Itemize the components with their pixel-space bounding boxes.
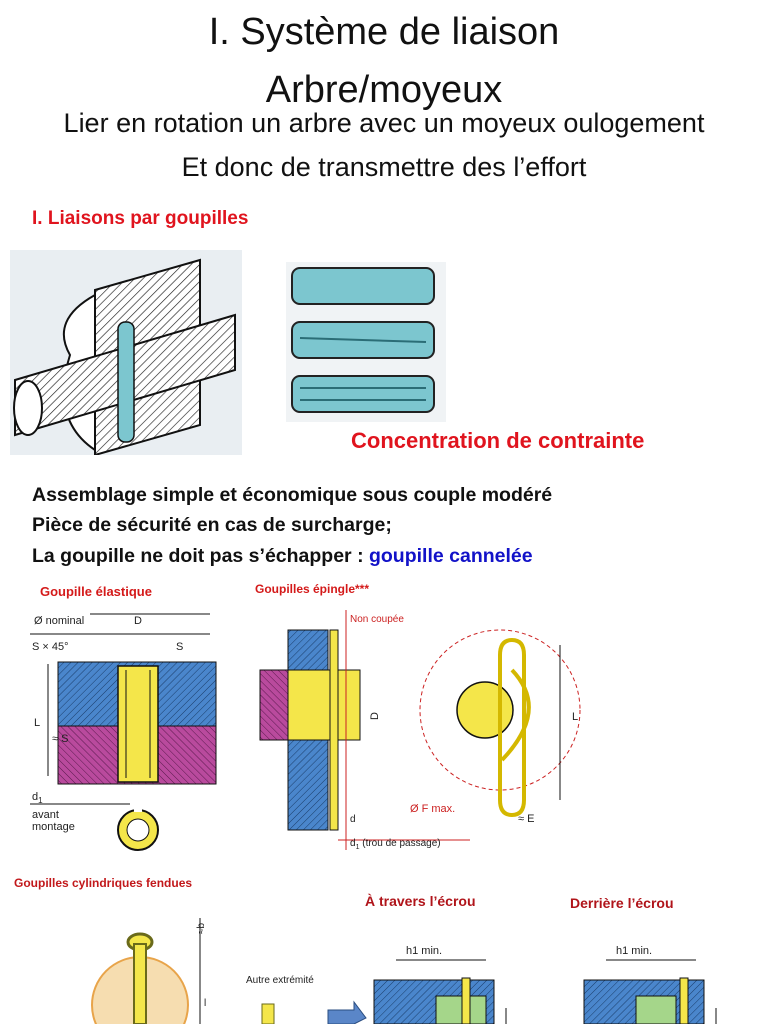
page-title-line2: Arbre/moyeux xyxy=(265,69,503,111)
elastic-d1-label: d1 xyxy=(32,791,43,805)
nominal-label: Ø nominal xyxy=(34,615,84,627)
split-pin-figure: ≈b l xyxy=(91,918,207,1024)
other-end-label: Autre extrémité xyxy=(246,975,314,986)
grooved-pin-highlight: goupille cannelée xyxy=(368,545,533,567)
arrow-graphic xyxy=(261,1000,367,1024)
bullet-2: Pièce de sécurité en cas de surcharge; xyxy=(32,514,392,536)
section-heading: I. Liaisons par goupilles xyxy=(32,208,249,229)
approx-s-label: ≈ S xyxy=(52,733,68,745)
before-label-2: montage xyxy=(32,821,75,833)
split-l-label: l xyxy=(204,998,206,1009)
bullet-1: Assemblage simple et économique sous cou… xyxy=(32,484,553,506)
pin-l-label: L xyxy=(572,711,578,723)
pin-small-d-label: d xyxy=(350,814,356,825)
elastic-pin-caption: Goupille élastique xyxy=(40,584,152,599)
h1-behind-label: h1 min. xyxy=(616,945,652,957)
elastic-d-label: D xyxy=(134,615,142,627)
stress-concentration-callout: Concentration de contrainte xyxy=(351,428,645,453)
split-b-label: ≈b xyxy=(196,923,207,934)
pin-d1-label: d1 (trou de passage) xyxy=(350,838,441,851)
split-pin-caption: Goupilles cylindriques fendues xyxy=(14,876,193,890)
uncut-label: Non coupée xyxy=(350,614,404,625)
elastic-l-label: L xyxy=(34,717,40,729)
pin-d-label: D xyxy=(369,712,381,720)
through-nut-figure: h1 min. xyxy=(373,945,507,1024)
behind-nut-figure: h1 min. xyxy=(583,945,717,1024)
behind-nut-caption: Derrière l’écrou xyxy=(570,895,674,911)
through-nut-caption: À travers l’écrou xyxy=(365,893,476,909)
hairpin-figure: Non coupée D d d1 (trou de passage) L Ø … xyxy=(259,610,581,851)
pins-variants-figure xyxy=(286,262,446,422)
hub-pin-figure xyxy=(10,250,242,455)
subtitle-2: Et donc de transmettre des l’effort xyxy=(181,152,587,182)
bullet-3-text: La goupille ne doit pas s’échapper : xyxy=(32,545,369,567)
bullet-3: La goupille ne doit pas s’échapper : gou… xyxy=(32,545,533,568)
subtitle-1: Lier en rotation un arbre avec un moyeux… xyxy=(63,108,705,138)
elastic-s-label: S xyxy=(176,641,183,653)
pin-e-label: ≈ E xyxy=(518,813,534,825)
page-title: I. Système de liaison xyxy=(208,11,560,53)
hairpin-caption: Goupilles épingle*** xyxy=(255,582,370,596)
before-label-1: avant xyxy=(32,809,59,821)
h1-through-label: h1 min. xyxy=(406,945,442,957)
elastic-pin-figure: Ø nominal D S × 45° S L ≈ S d1 avant mon… xyxy=(30,613,217,851)
fmax-label: Ø F max. xyxy=(410,803,455,815)
chamfer-label: S × 45° xyxy=(32,641,69,653)
